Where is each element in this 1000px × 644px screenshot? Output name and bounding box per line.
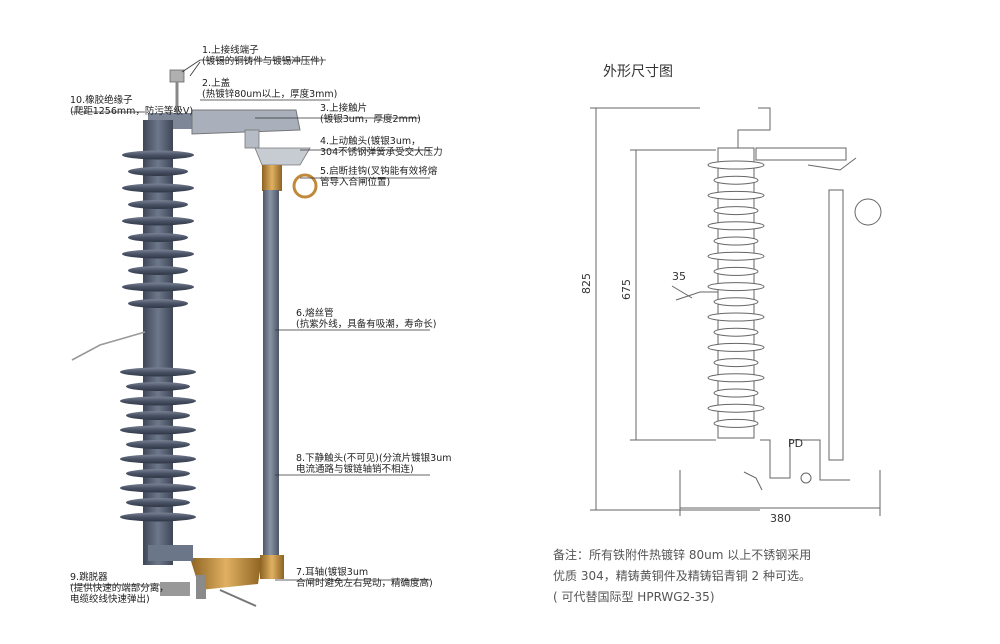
insulator-shed bbox=[126, 440, 190, 449]
insulator-shed bbox=[122, 183, 194, 193]
drawing-top-bracket bbox=[737, 107, 771, 148]
label-upper-contact: 3.上接触片(镀银3um，厚度2mm) bbox=[320, 103, 421, 125]
note-line-2: 优质 304，精铸黄铜件及精铸铝青铜 2 种可选。 bbox=[553, 569, 811, 583]
dim-380-text: 380 bbox=[770, 512, 791, 525]
drawing-fuse-tube bbox=[828, 189, 844, 461]
insulator-shed bbox=[126, 382, 190, 391]
drawing-shed bbox=[707, 312, 765, 322]
ejector bbox=[160, 582, 190, 596]
label-hook: 5.启断挂钩(叉钩能有效将熔管导入合闸位置) bbox=[320, 166, 438, 188]
insulator-shed bbox=[122, 216, 194, 226]
drawing-shed bbox=[713, 266, 759, 276]
label-moving-contact: 4.上动触头(镀银3um，304不锈钢弹簧承受交大压力 bbox=[320, 136, 443, 158]
insulator-shed bbox=[128, 233, 188, 242]
brass-cap bbox=[262, 165, 282, 191]
label-ejector: 9.跳脱器(提供快速的端部分离，电缆绞线快速弹出) bbox=[70, 572, 169, 605]
insulator-shed bbox=[128, 200, 188, 209]
mount-wire bbox=[71, 331, 146, 361]
lower-brass bbox=[260, 555, 284, 579]
dim-675-text: 675 bbox=[620, 279, 633, 300]
insulator-shed bbox=[122, 150, 194, 160]
insulator-shed bbox=[122, 282, 194, 292]
label-fuse-tube: 6.熔丝管(抗紫外线，具备有吸潮，寿命长) bbox=[296, 308, 437, 330]
pd-text: PD bbox=[788, 437, 804, 450]
insulator-shed bbox=[120, 425, 196, 435]
pull-ring bbox=[292, 173, 318, 199]
drawing-shed bbox=[713, 206, 759, 216]
drawing-pull-ring bbox=[854, 198, 882, 226]
drawing-shed bbox=[713, 358, 759, 368]
label-upper-cover: 2.上盖(热镀锌80um以上，厚度3mm) bbox=[202, 78, 338, 100]
drawing-shed bbox=[713, 236, 759, 246]
insulator-shed bbox=[128, 167, 188, 176]
drawing-trunnion bbox=[800, 472, 812, 484]
label-upper-terminal: 1.上接线端子(镀锡的铜铸件与镀锡冲压件) bbox=[202, 45, 324, 67]
drawing-shed bbox=[713, 418, 759, 428]
moving-contact bbox=[254, 147, 311, 166]
insulator-shed bbox=[120, 367, 196, 377]
drawing-shed bbox=[713, 297, 759, 307]
drawing-shed bbox=[707, 282, 765, 292]
drawing-shed bbox=[707, 190, 765, 200]
drawing-arm bbox=[675, 291, 718, 301]
drawing-sheds bbox=[707, 160, 765, 428]
drawing-shed bbox=[707, 160, 765, 170]
drawing-shed bbox=[707, 403, 765, 413]
upper-contact bbox=[244, 129, 260, 149]
lower-hinge bbox=[219, 589, 257, 607]
insulator-shed bbox=[128, 266, 188, 275]
insulator-shed bbox=[120, 512, 196, 522]
drawing-ejector bbox=[743, 471, 763, 491]
drawing-shed bbox=[713, 327, 759, 337]
insulator-shed bbox=[122, 249, 194, 259]
dim-line-35 bbox=[671, 285, 693, 299]
drawing-lower bbox=[760, 439, 850, 481]
sheds-group bbox=[120, 150, 196, 522]
label-insulator: 10.橡胶绝缘子(爬距1256mm，防污等级Ⅴ) bbox=[70, 95, 194, 117]
fuse-tube bbox=[263, 190, 279, 560]
drawing-shed bbox=[707, 373, 765, 383]
trunnion bbox=[190, 558, 262, 590]
drawing-shed bbox=[707, 221, 765, 231]
insulator-shed bbox=[120, 396, 196, 406]
insulator-shed bbox=[120, 454, 196, 464]
insulator-shed bbox=[126, 469, 190, 478]
dim-35-text: 35 bbox=[672, 270, 686, 283]
leader-lines bbox=[70, 59, 430, 586]
upper-cover bbox=[191, 109, 301, 135]
lower-bracket bbox=[196, 575, 206, 599]
drawing-title: 外形尺寸图 bbox=[603, 64, 673, 80]
bottom-elbow bbox=[148, 545, 193, 561]
insulator-shed bbox=[126, 498, 190, 507]
note-line-1: 备注：所有铁附件热镀锌 80um 以上不锈钢采用 bbox=[553, 548, 812, 562]
dimension-drawing bbox=[590, 107, 882, 516]
drawing-upper-cover bbox=[755, 147, 847, 161]
drawing-shed bbox=[713, 388, 759, 398]
dim-825-text: 825 bbox=[580, 273, 593, 294]
cutout-photo bbox=[71, 69, 318, 607]
drawing-shed bbox=[713, 175, 759, 185]
insulator-shed bbox=[126, 411, 190, 420]
drawing-shed bbox=[707, 251, 765, 261]
insulator-shed bbox=[128, 299, 188, 308]
note-block: 备注：所有铁附件热镀锌 80um 以上不锈钢采用 优质 304，精铸黄铜件及精铸… bbox=[553, 545, 811, 608]
drawing-shed bbox=[707, 342, 765, 352]
note-line-3: ( 可代替国际型 HPRWG2-35) bbox=[553, 590, 715, 604]
drawing-contact bbox=[807, 157, 857, 171]
insulator-shed bbox=[120, 483, 196, 493]
